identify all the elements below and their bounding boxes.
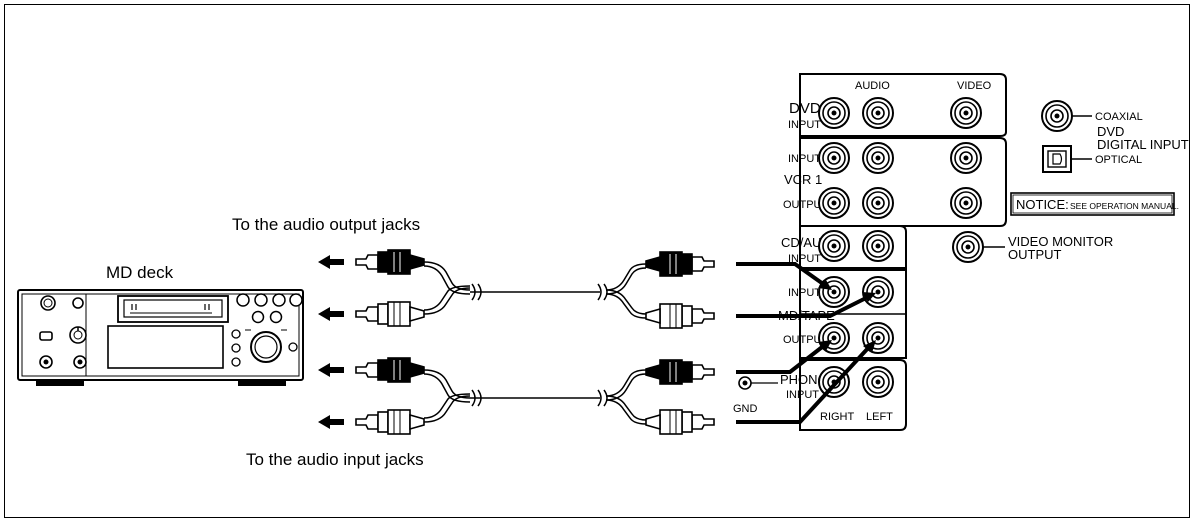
cd-left-jack[interactable] (862, 230, 894, 262)
dvd-digital-label: DVD (1097, 124, 1124, 139)
left-label: LEFT (866, 411, 893, 423)
md-out-right-jack[interactable] (818, 322, 850, 354)
dvd-video-jack[interactable] (950, 97, 982, 129)
md-input-label: INPUT (788, 287, 821, 299)
notice-detail: SEE OPERATION MANUAL. (1070, 201, 1179, 211)
dvd-label: DVD (789, 100, 821, 117)
plug-white-icon (355, 409, 425, 435)
dvd-input-label: INPUT (788, 119, 821, 131)
vcr-out-video-jack[interactable] (950, 187, 982, 219)
connection-arrows (736, 262, 876, 424)
plug-black-icon (646, 252, 714, 276)
arrow-icon (318, 415, 344, 429)
plug-black-icon (646, 360, 714, 384)
md-deck (17, 289, 304, 386)
plug-white-icon (646, 304, 714, 328)
plug-white-icon (355, 301, 425, 327)
optical-label: OPTICAL (1095, 154, 1142, 166)
cd-right-jack[interactable] (818, 230, 850, 262)
notice-label: NOTICE: (1016, 197, 1069, 212)
phono-label: PHONO (780, 372, 828, 387)
plug-black-icon (355, 249, 425, 275)
md-output-label: OUTPUT (783, 334, 829, 346)
dvd-audio-right-jack[interactable] (818, 97, 850, 129)
right-cable-input-pair (605, 360, 714, 434)
phono-input-label: INPUT (786, 389, 819, 401)
vcr-in-left-jack[interactable] (862, 142, 894, 174)
vcr-out-right-jack[interactable] (818, 187, 850, 219)
audio-header: AUDIO (855, 80, 890, 92)
vcr-in-video-jack[interactable] (950, 142, 982, 174)
vcr1-label: VCR 1 (784, 172, 822, 187)
receiver-panel: AUDIO VIDEO DVD INPUT INPUT VCR 1 OUTPUT… (733, 73, 1189, 431)
vcr-in-right-jack[interactable] (818, 142, 850, 174)
plug-black-icon (355, 357, 425, 383)
arrow-icon (318, 363, 344, 377)
arrow-icon (318, 255, 344, 269)
right-label: RIGHT (820, 411, 855, 423)
cable-runs (470, 283, 608, 407)
video-monitor-jack[interactable] (952, 231, 984, 263)
video-monitor-output-label: OUTPUT (1008, 247, 1062, 262)
notice-box (1010, 192, 1175, 216)
arrow-icon (318, 307, 344, 321)
video-header: VIDEO (957, 80, 992, 92)
caption-output-jacks: To the audio output jacks (232, 215, 420, 234)
vcr-input-label: INPUT (788, 153, 821, 165)
right-cable-output-pair (605, 252, 714, 328)
left-cable-output-pair (318, 249, 471, 327)
md-in-left-jack[interactable] (862, 276, 894, 308)
plug-white-icon (646, 410, 714, 434)
video-monitor-label: VIDEO MONITOR (1008, 234, 1113, 249)
diagram-frame (4, 4, 1190, 518)
md-in-right-jack[interactable] (818, 276, 850, 308)
caption-input-jacks: To the audio input jacks (246, 450, 424, 469)
phono-left-jack[interactable] (862, 366, 894, 398)
gnd-label: GND (733, 403, 758, 415)
caption-md-deck: MD deck (106, 263, 174, 282)
vcr-output-label: OUTPUT (783, 199, 829, 211)
left-cable-input-pair (318, 357, 471, 435)
coaxial-jack[interactable] (1041, 100, 1073, 132)
cd-aux-input-label: INPUT (788, 253, 821, 265)
coaxial-label: COAXIAL (1095, 111, 1143, 123)
optical-port-icon[interactable] (1042, 145, 1072, 173)
digital-input-label: DIGITAL INPUT (1097, 137, 1189, 152)
dvd-audio-left-jack[interactable] (862, 97, 894, 129)
vcr-out-left-jack[interactable] (862, 187, 894, 219)
